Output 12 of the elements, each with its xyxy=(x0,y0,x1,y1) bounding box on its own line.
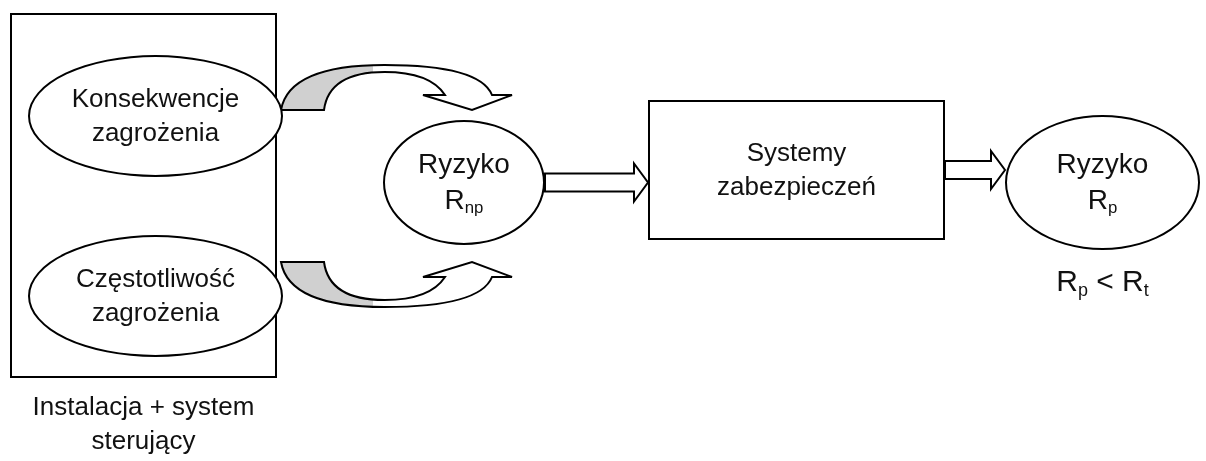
node-label: Konsekwencje zagrożenia xyxy=(70,82,241,149)
condition-text: R$_{p}$ < R$_{t}$ xyxy=(1055,264,1150,301)
node-label: Systemy zabezpieczeń xyxy=(716,136,877,203)
curved-block-arrow xyxy=(280,261,513,308)
block-arrow xyxy=(544,160,650,205)
process-box xyxy=(648,100,945,240)
curved-block-arrow xyxy=(280,64,513,111)
node-label: Ryzyko R$_{np}$ xyxy=(417,146,511,220)
block-arrow xyxy=(944,147,1007,193)
group-label: Instalacja + system sterujący xyxy=(31,390,256,457)
node-label: Ryzyko R$_{p}$ xyxy=(1055,146,1150,220)
node-label: Częstotliwość zagrożenia xyxy=(75,262,236,329)
